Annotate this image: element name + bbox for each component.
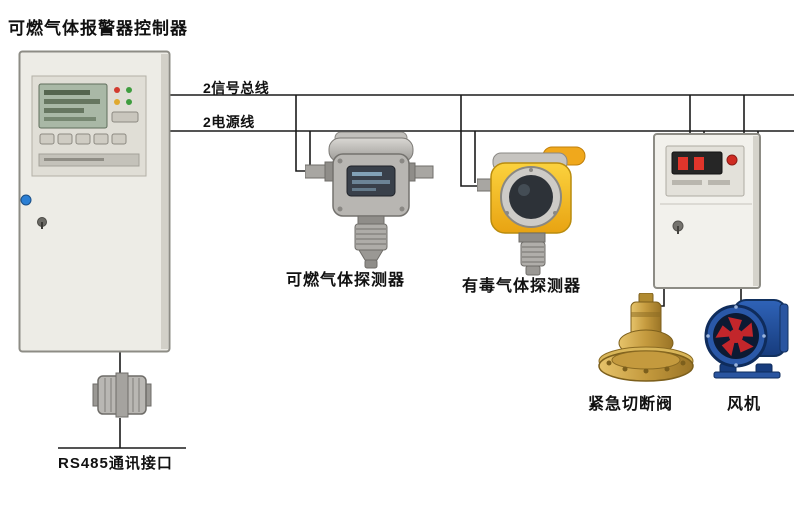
- emergency-valve-icon: [598, 293, 694, 382]
- hinge-indicator-icon: [20, 194, 32, 206]
- toxic-detector-icon: [477, 146, 586, 276]
- fan-label: 风机: [727, 396, 762, 413]
- panel-button-icon: [75, 133, 91, 145]
- panel-button-icon: [93, 133, 109, 145]
- signal-bus-label: 2信号总线: [203, 80, 270, 96]
- diagram-title: 可燃气体报警器控制器: [8, 19, 188, 38]
- combustible-detector-icon: [305, 132, 434, 269]
- rs485-label: RS485通讯接口: [58, 455, 173, 472]
- fan-icon: [704, 299, 789, 379]
- panel-button-icon: [111, 133, 127, 145]
- panel-button-icon: [39, 133, 55, 145]
- impeller-icon: [715, 317, 754, 357]
- rs485-module-icon: [92, 372, 152, 418]
- toxic-detector-label: 有毒气体探测器: [462, 278, 582, 295]
- secondary-controller-icon: [653, 133, 761, 289]
- sensor-head-icon: [354, 223, 388, 251]
- power-led-icon: [126, 87, 132, 93]
- detector-window-icon: [509, 175, 553, 219]
- controller-cabinet-icon: [18, 50, 171, 353]
- alarm-led-icon: [114, 87, 120, 93]
- power-line-label: 2电源线: [203, 114, 255, 130]
- emergency-valve-label: 紧急切断阀: [588, 396, 674, 413]
- combustible-detector-label: 可燃气体探测器: [286, 272, 406, 289]
- panel-button-icon: [57, 133, 73, 145]
- alarm-button-icon: [726, 154, 738, 166]
